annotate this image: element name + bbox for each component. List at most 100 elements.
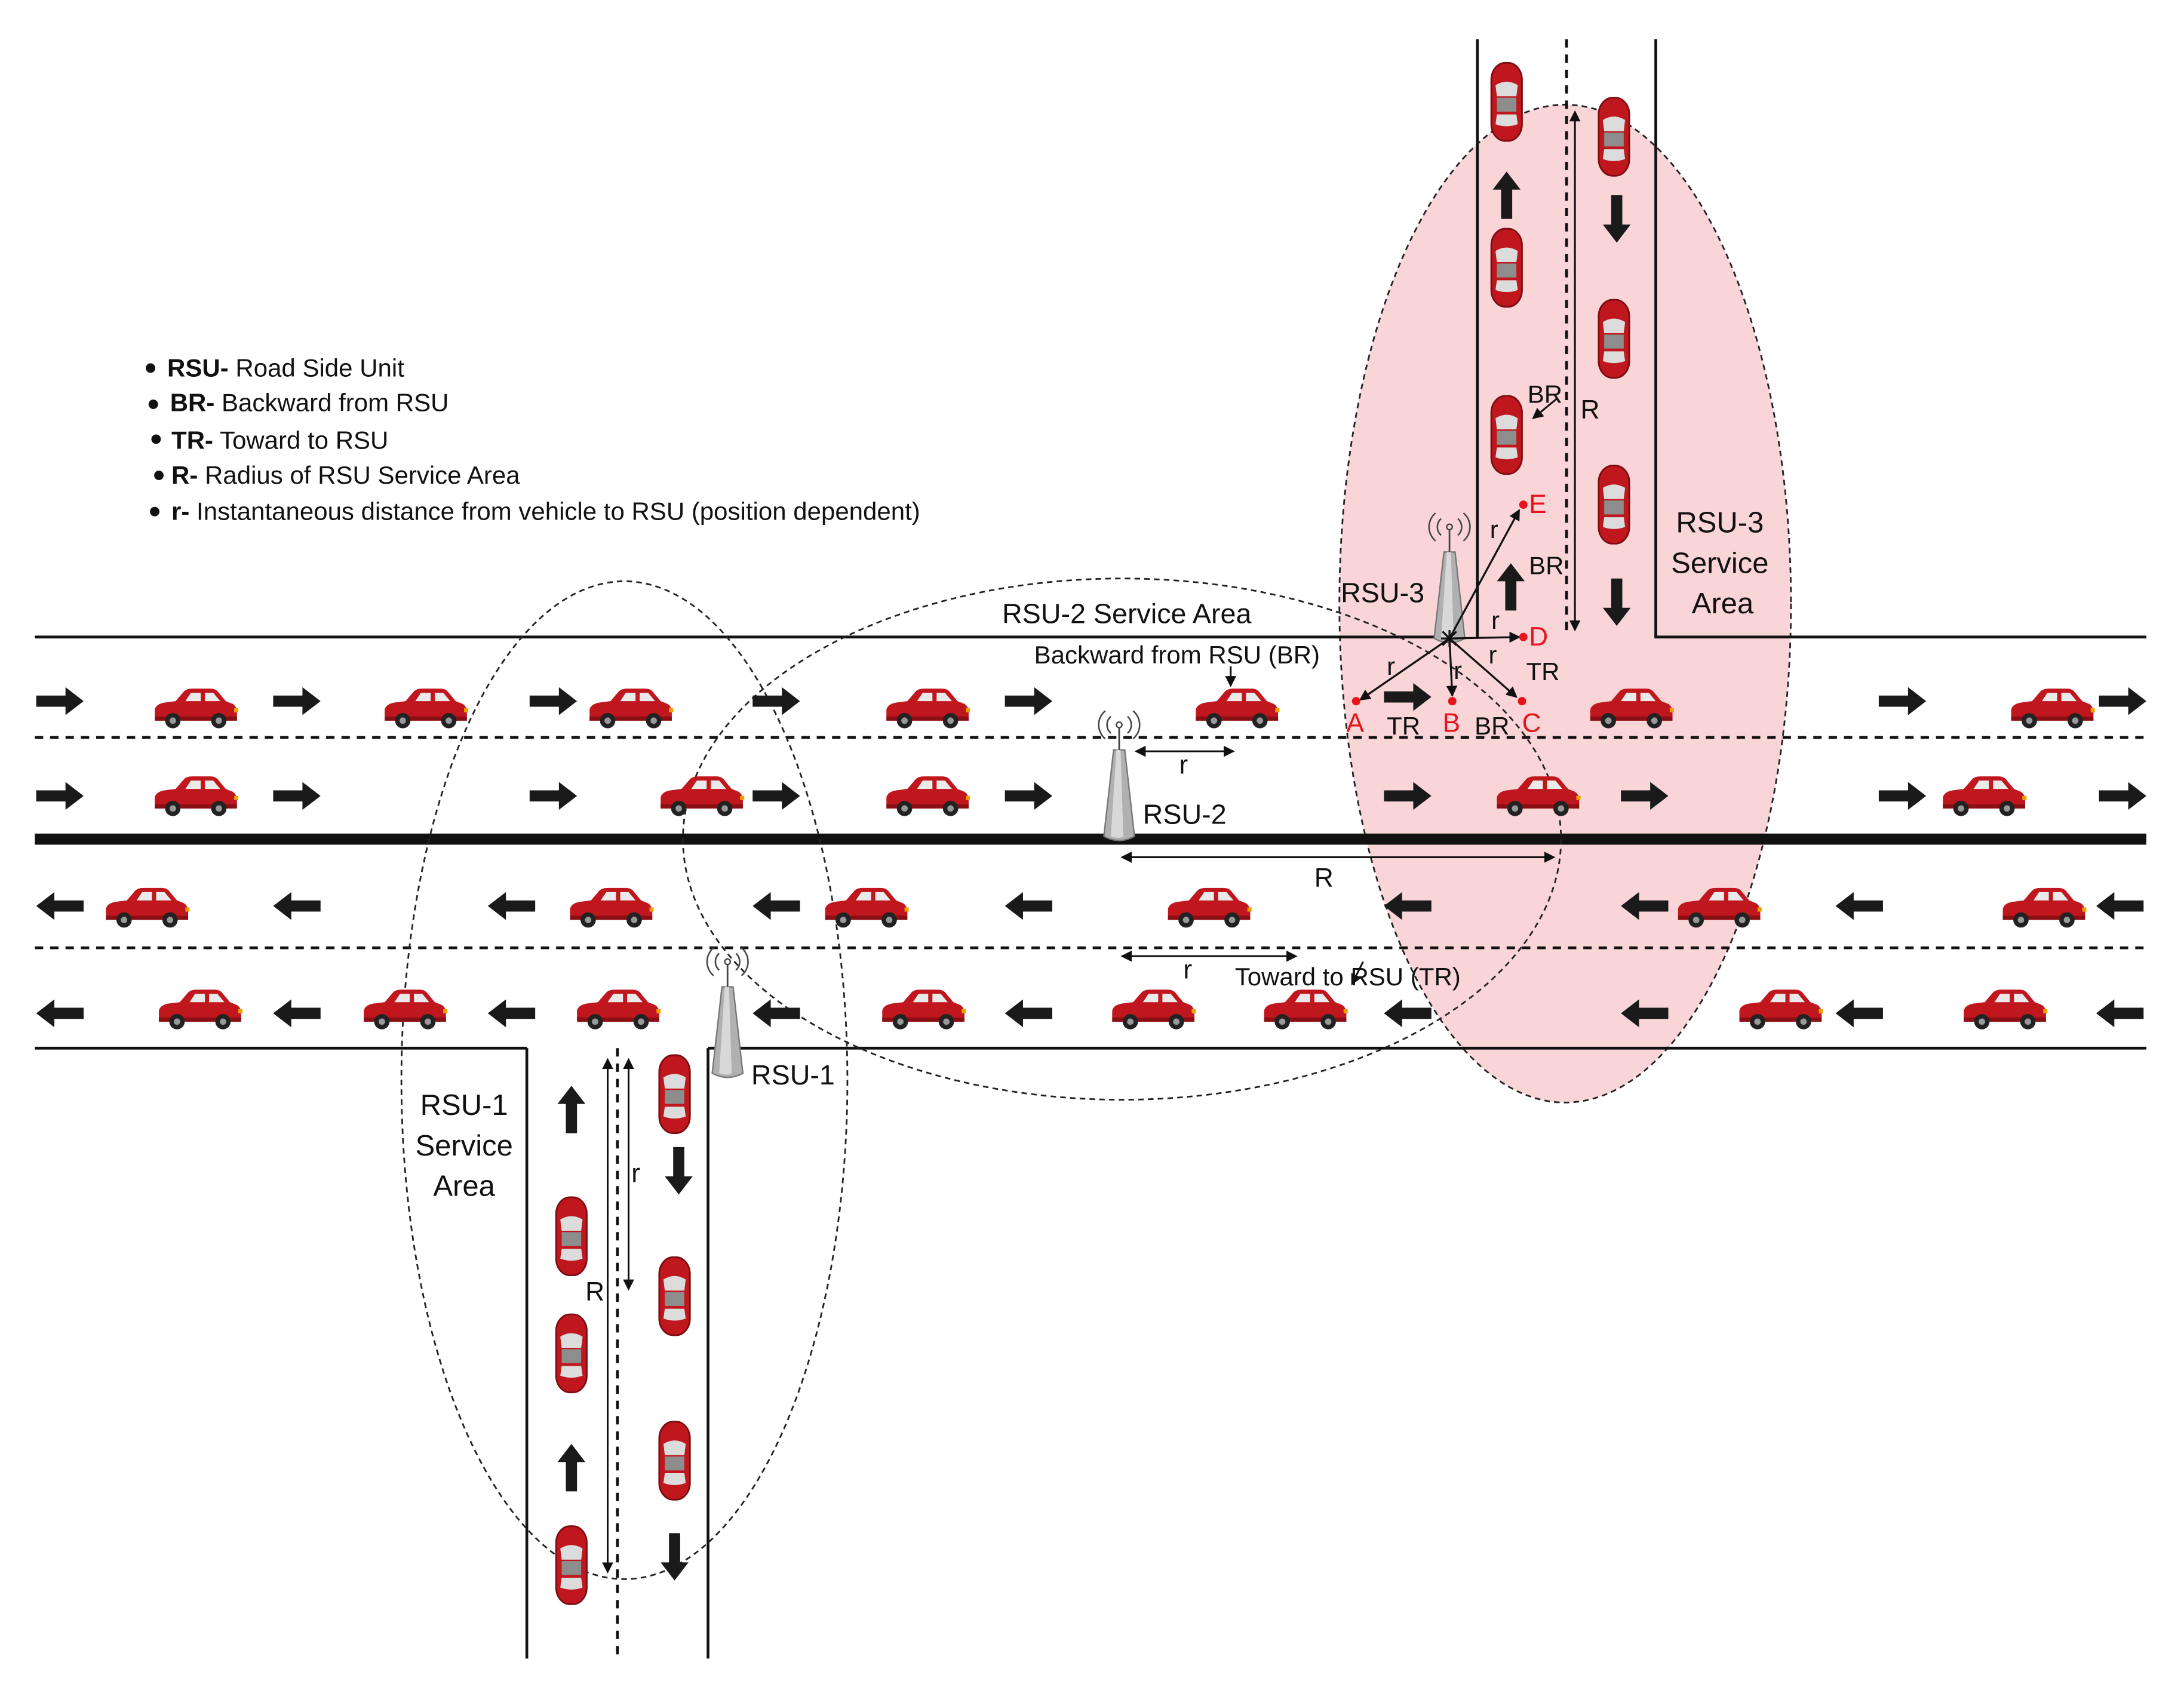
rsu3-area-label: RSU-3 Service Area	[1671, 507, 1768, 620]
point-a-label: A	[1346, 708, 1364, 737]
rsu-labels: RSU-1 RSU-2 RSU-3 RSU-2 Service Area Bac…	[751, 577, 1461, 1090]
car-22	[882, 989, 966, 1030]
rsu2-service-area	[682, 577, 1562, 1101]
car-7	[2011, 689, 2095, 729]
legend: RSU- Road Side Unit BR- Backward from RS…	[146, 354, 920, 526]
car-10	[886, 776, 970, 816]
svg-text:Area: Area	[433, 1170, 495, 1203]
point-labels: A B C D E	[1346, 490, 1548, 737]
arrow-right-3	[529, 687, 578, 715]
arrow-left-4	[752, 892, 800, 920]
svg-text:BR- Backward from RSU: BR- Backward from RSU	[170, 389, 449, 417]
arrow-left-3	[487, 892, 536, 920]
vertical-car-2	[1490, 228, 1523, 308]
arrow-right-2	[273, 687, 321, 715]
car-19	[159, 989, 243, 1030]
arrow-left-14	[1005, 999, 1052, 1028]
rsu1-tower	[706, 947, 749, 1078]
vertical-car-5	[1598, 299, 1630, 379]
car-12	[1943, 776, 2027, 816]
svg-text:r- Instantaneous distance from: r- Instantaneous distance from vehicle t…	[171, 497, 920, 526]
toward-label: Toward to RSU (TR)	[1235, 963, 1461, 991]
vertical-car-6	[1598, 465, 1630, 545]
car-4	[886, 689, 970, 729]
car-5	[1196, 689, 1280, 729]
br-label-d: BR	[1529, 552, 1563, 580]
traffic-arrows	[36, 171, 2146, 1581]
arrow-right-12	[1005, 782, 1052, 810]
rsu1-r: r	[631, 1158, 640, 1188]
car-8	[155, 776, 239, 816]
rsu2-r-top: r	[1179, 750, 1188, 779]
vertical-car-10	[555, 1196, 588, 1277]
vertical-car-4	[1598, 97, 1630, 177]
svg-text:RSU- Road Side Unit: RSU- Road Side Unit	[167, 354, 404, 382]
legend-item-r: r- Instantaneous distance from vehicle t…	[150, 497, 920, 526]
rsu2-r-bottom: r	[1183, 955, 1192, 985]
point-c-label: C	[1522, 708, 1541, 737]
rsu3-label: RSU-3	[1341, 577, 1424, 608]
arrow-right-11	[752, 782, 800, 810]
svg-text:Service: Service	[415, 1130, 512, 1162]
car-13	[106, 887, 190, 928]
car-18	[2002, 887, 2087, 928]
svg-text:Area: Area	[1692, 588, 1754, 620]
vertical-car-8	[658, 1256, 691, 1336]
vertical-car-3	[1490, 395, 1523, 475]
r-label-c: r	[1488, 641, 1497, 669]
horizontal-cars	[106, 689, 2095, 1030]
svg-text:RSU-1: RSU-1	[420, 1089, 508, 1121]
svg-text:R- Radius of RSU Service Area: R- Radius of RSU Service Area	[171, 461, 520, 489]
br-label-b: BR	[1475, 712, 1509, 740]
horizontal-road	[35, 635, 2146, 1050]
car-9	[661, 776, 745, 816]
rsu3-vector-labels: r r r r r TR BR TR BR BR	[1387, 380, 1563, 740]
vertical-car-9	[658, 1421, 691, 1501]
rsu2-R: R	[1314, 863, 1334, 893]
arrow-right-6	[1878, 687, 1927, 715]
point-b-label: B	[1442, 708, 1460, 737]
arrow-left-1	[36, 892, 84, 920]
svg-text:Service: Service	[1671, 547, 1768, 579]
point-e-label: E	[1529, 490, 1547, 519]
backward-label: Backward from RSU (BR)	[1034, 641, 1320, 669]
arrow-right-8	[36, 782, 84, 810]
car-26	[1964, 989, 2048, 1030]
point-d-label: D	[1529, 622, 1548, 652]
legend-item-rsu: RSU- Road Side Unit	[146, 354, 404, 382]
arrow-left-5	[1005, 892, 1052, 920]
vertical-road-top	[1476, 39, 1657, 637]
tr-label-c: TR	[1526, 657, 1559, 686]
rsu1-label: RSU-1	[751, 1059, 835, 1090]
arrow-right-9	[273, 782, 321, 810]
rsu2-area-label: RSU-2 Service Area	[1002, 598, 1252, 629]
br-label-top: BR	[1528, 380, 1562, 408]
rsu1-area-label: RSU-1 Service Area	[415, 1089, 512, 1202]
car-1	[155, 689, 239, 729]
car-2	[385, 689, 469, 729]
arrow-right-1	[36, 687, 84, 715]
arrow-left-13	[752, 999, 800, 1028]
arrow-right-10	[529, 782, 578, 810]
vertical-road-bottom	[525, 1048, 709, 1659]
r-label-a: r	[1387, 652, 1395, 680]
rsu3-R: R	[1580, 395, 1599, 424]
r-label-e: r	[1490, 515, 1498, 543]
legend-item-tr: TR- Toward to RSU	[151, 426, 388, 454]
car-25	[1739, 989, 1823, 1030]
arrow-right-7	[2099, 687, 2146, 715]
arrow-left-18	[2096, 999, 2144, 1028]
vertical-car-7	[658, 1054, 691, 1134]
rsu3-vectors	[1359, 509, 1521, 701]
car-3	[589, 689, 674, 729]
arrow-right-15	[1878, 782, 1927, 810]
car-23	[1112, 989, 1196, 1030]
arrow-left-12	[487, 999, 536, 1028]
svg-text:RSU-3: RSU-3	[1676, 507, 1764, 539]
vertical-car-11	[555, 1313, 588, 1394]
arrow-up-4	[557, 1444, 586, 1492]
vertical-car-1	[1490, 62, 1523, 142]
r-label-b: r	[1454, 656, 1462, 684]
